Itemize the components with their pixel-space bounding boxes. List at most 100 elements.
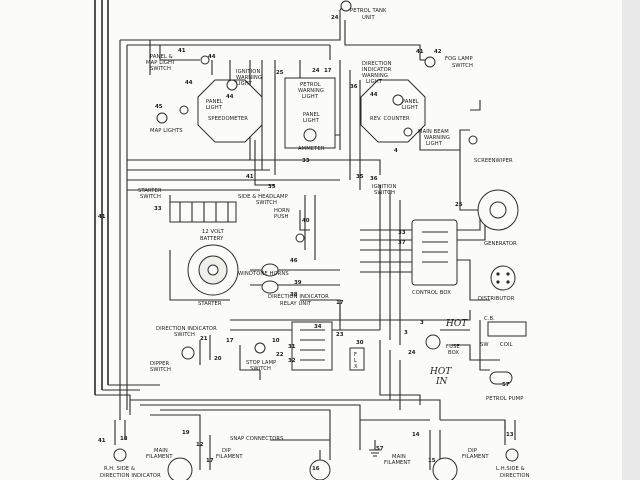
label-cb: C.B.	[484, 316, 495, 322]
main-beam-light-icon	[403, 127, 413, 137]
label-ignition-warning-2: WARNING	[236, 75, 262, 81]
label-panel-light-mid-2: LIGHT	[303, 118, 320, 124]
label-sw: SW	[480, 342, 489, 348]
wire-num: 41	[246, 174, 254, 180]
label-main-beam: MAIN BEAM	[418, 129, 449, 135]
wire-num: 17	[336, 300, 344, 306]
wire-num: 13	[506, 432, 514, 438]
wire-num: 41	[416, 49, 424, 55]
label-dip-filament-right: FILAMENT	[462, 454, 489, 460]
wire-num: 16	[312, 466, 320, 472]
label-screenwiper: SCREENWIPER	[474, 158, 513, 164]
wire-num: 44	[185, 80, 193, 86]
wire-num: 41	[178, 48, 186, 54]
label-panel-map-switch: SWITCH	[150, 66, 171, 72]
label-ammeter: AMMETER	[298, 146, 325, 152]
label-flx-f: F	[354, 352, 357, 358]
wire-num: 45	[155, 104, 163, 110]
wire-num: 36	[370, 176, 378, 182]
wire-num: 25	[276, 70, 284, 76]
label-petrol-warning: PETROL	[300, 82, 321, 88]
label-coil: COIL	[500, 342, 513, 348]
handwritten-hot-2: HOT	[429, 367, 452, 377]
relay-unit-icon	[291, 321, 333, 371]
label-map-light: MAP LIGHT	[146, 60, 176, 66]
label-dir-ind-warning-3: WARNING	[362, 73, 388, 79]
label-ignition-warning-3: LIGHT	[236, 81, 253, 87]
petrol-pump-icon	[489, 371, 513, 385]
label-dir-ind-warning: DIRECTION	[362, 61, 392, 67]
wire-num: 44	[208, 54, 216, 60]
wire-num: 17	[324, 68, 332, 74]
label-dipper-switch: SWITCH	[150, 367, 171, 373]
label-dir-relay-2: RELAY UNIT	[280, 301, 312, 307]
label-side-headlamp-2: SWITCH	[256, 200, 277, 206]
wire-num: 4	[394, 148, 398, 154]
battery-icon	[169, 201, 237, 223]
panel-map-switch-icon	[200, 55, 210, 65]
wire-num: 22	[276, 352, 284, 358]
fog-lamp-switch-icon	[424, 56, 436, 68]
label-control-box: CONTROL BOX	[412, 290, 451, 296]
wire-num: 24	[331, 15, 339, 21]
wire-num: 46	[290, 258, 298, 264]
wire-num: 24	[312, 68, 320, 74]
wire-num: 21	[200, 336, 208, 342]
wire-num: 20	[214, 356, 222, 362]
wire-num: 36	[350, 84, 358, 90]
wire-num: 38	[290, 292, 298, 298]
label-panel-map: PANEL &	[150, 54, 173, 60]
wire-num: 33	[302, 158, 310, 164]
label-dip-filament-left: FILAMENT	[216, 454, 243, 460]
label-side-headlamp: SIDE & HEADLAMP	[238, 194, 288, 200]
label-battery: 12 VOLT	[202, 229, 225, 235]
wire-num: 17	[206, 458, 214, 464]
label-main-filament-left: FILAMENT	[146, 454, 173, 460]
stop-lamp-switch-icon	[254, 342, 266, 354]
horn-push-icon	[295, 233, 305, 243]
label-petrol-warning-3: LIGHT	[302, 94, 319, 100]
label-ignition-switch-2: SWITCH	[374, 190, 395, 196]
wire-num: 3	[404, 330, 408, 336]
wire-num: 37	[398, 240, 406, 246]
wire-num: 17	[226, 338, 234, 344]
wire-num: 18	[120, 436, 128, 442]
label-petrol-warning-2: WARNING	[298, 88, 324, 94]
horn-icon	[261, 280, 279, 294]
wire-num: 39	[294, 280, 302, 286]
label-petrol-tank-unit: UNIT	[362, 15, 376, 21]
wire-num: 23	[336, 332, 344, 338]
label-fog-lamp-switch: SWITCH	[452, 63, 473, 69]
label-horn-push-2: PUSH	[274, 214, 289, 220]
page-edge-shadow	[622, 0, 640, 480]
label-starter-switch: STARTER	[138, 188, 162, 194]
horn-icon	[261, 263, 279, 277]
dipper-switch-icon	[181, 346, 195, 360]
label-rh-direction: DIRECTION INDICATOR	[100, 473, 161, 479]
label-fog-lamp: FOG LAMP	[445, 56, 473, 62]
panel-light-icon	[392, 94, 404, 106]
map-light-icon	[179, 105, 189, 115]
label-main-right: MAIN	[392, 454, 406, 460]
label-snap-connectors: SNAP CONNECTORS	[230, 436, 284, 442]
rev-counter-icon	[360, 79, 426, 143]
wire-num: 10	[272, 338, 280, 344]
label-ignition-warning: IGNITION	[236, 69, 260, 75]
wire-num: 34	[314, 324, 322, 330]
label-main-filament-right: FILAMENT	[384, 460, 411, 466]
label-rev-counter: REV. COUNTER	[370, 116, 410, 122]
ammeter-icon	[303, 128, 317, 142]
wire-num: 41	[98, 214, 106, 220]
wire-num: 3	[420, 320, 424, 326]
wire-num: 41	[98, 438, 106, 444]
label-horn-push: HORN	[274, 208, 290, 214]
map-light-icon	[156, 112, 168, 124]
label-dir-switch: DIRECTION INDICATOR	[156, 326, 217, 332]
label-fuse-box: BOX	[448, 350, 459, 356]
rh-headlamp-icon	[167, 457, 193, 483]
wire-num: 12	[196, 442, 204, 448]
label-windtone-horns: WINDTONE HORNS	[238, 271, 289, 277]
label-lh-direction: DIRECTION	[500, 473, 530, 479]
handwritten-hot: HOT	[445, 319, 468, 329]
